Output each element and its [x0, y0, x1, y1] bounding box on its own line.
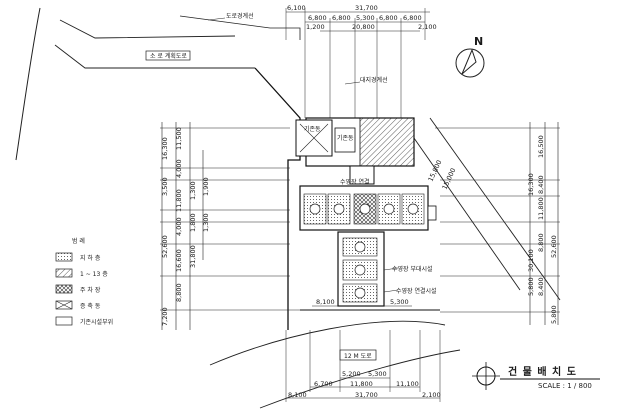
upper-box-b-label: 기존동	[337, 134, 354, 142]
dim-top-row-3: 6,800	[379, 14, 398, 22]
dim-top-total: 31,700	[355, 4, 378, 12]
dim-bottom-right: 2,100	[422, 391, 441, 399]
north-arrow: N	[455, 35, 485, 78]
planned-road-label: 소 로 계획도로	[150, 52, 187, 60]
upper-box-a-label: 기존동	[304, 125, 321, 133]
road-curve-bottom-a	[209, 320, 446, 366]
dim-left-side-2: 1,900	[202, 177, 210, 196]
dim-top-sub: 1,200	[306, 23, 325, 31]
legend-item-1: 1 ~ 13 층	[80, 270, 108, 278]
dim-left-b-3: 31,800	[189, 245, 197, 268]
dim-bottom-row2-1: 11,800	[350, 380, 373, 388]
dim-bottom-total: 31,700	[355, 391, 378, 399]
dim-left-b-2: 1,300	[189, 181, 197, 200]
dim-top-row-0: 6,800	[308, 14, 327, 22]
dim-top-row-2: 5,300	[356, 14, 375, 22]
legend-item-0: 지 하 층	[80, 254, 101, 262]
dim-left-side-1: 1,800	[189, 213, 197, 232]
mid-connector	[349, 165, 375, 185]
dim-left-a-0: 11,500	[175, 127, 183, 150]
road-edge-top-1	[59, 19, 236, 39]
road-12m-label: 12 M 도로	[344, 353, 372, 360]
dim-left-side-0: 1,300	[202, 213, 210, 232]
dim-left-a-3: 4,000	[175, 217, 183, 236]
dim-right-bottom: 5,800	[550, 305, 558, 324]
dim-left-b-0: 16,300	[161, 137, 169, 160]
annex-units	[342, 237, 378, 303]
annex-label: 수영장 부대시설	[392, 265, 433, 273]
north-label: N	[474, 35, 483, 48]
road-curve-bottom-b	[259, 349, 461, 409]
dim-right-b-0: 16,300	[527, 173, 535, 196]
dim-right-a-3: 8,800	[537, 233, 545, 252]
legend-item-4: 기존시설부위	[80, 318, 113, 326]
left-grid-lines	[160, 122, 300, 330]
dim-right-a-0: 16,500	[537, 135, 545, 158]
dim-left-total: 52,600	[161, 235, 169, 258]
upper-hatched-area	[359, 117, 415, 167]
dim-top-row-1: 6,800	[332, 14, 351, 22]
dim-bottom-row2-2: 11,100	[396, 380, 419, 388]
drawing-scale: SCALE : 1 / 800	[538, 382, 592, 390]
legend-item-3: 증 축 동	[80, 302, 101, 310]
site-boundary-line	[254, 67, 301, 330]
upper-box-b	[334, 127, 356, 153]
dim-bottom-row1-0: 5,200	[342, 370, 361, 378]
right-grid-lines	[435, 122, 560, 325]
road-edge-top-2	[54, 44, 255, 69]
drawing-title: 건 물 배 치 도	[508, 365, 577, 378]
diagonal-road-a	[399, 117, 521, 291]
dim-top-row-4: 6,800	[403, 14, 422, 22]
site-boundary-label: 대지경계선	[360, 76, 388, 84]
dim-right-a-4: 8,400	[537, 277, 545, 296]
diagonal-road-b	[429, 117, 561, 301]
dim-right-total: 52,600	[550, 235, 558, 258]
dim-left-a-4: 16,600	[175, 249, 183, 272]
legend: 범 례 지 하 층 1 ~ 13 층 주 차 장 증 축 동 기존시설부위	[55, 237, 113, 326]
dim-top-mid: 20,800	[352, 23, 375, 31]
title-block: 건 물 배 치 도 SCALE : 1 / 800	[472, 362, 600, 390]
dim-right-b-2: 5,800	[527, 277, 535, 296]
dim-bottom-row2-0: 6,700	[314, 380, 333, 388]
road-curve-left	[15, 7, 41, 161]
facility-label: 수영장 연결	[340, 178, 370, 186]
dim-left-a-1: 4,000	[175, 159, 183, 178]
dim-diag-a: 15,800	[427, 159, 444, 183]
dim-right-a-1: 8,400	[537, 175, 545, 194]
facility-side-step	[427, 205, 437, 221]
pool-units	[303, 193, 425, 225]
dim-bottom-left: 8,100	[288, 391, 307, 399]
dim-left-b-1: 3,500	[161, 177, 169, 196]
dim-mid-left: 8,100	[316, 298, 335, 306]
legend-item-2: 주 차 장	[80, 286, 101, 294]
dim-diag-b: 15,000	[441, 167, 458, 191]
dim-mid-right: 5,300	[390, 298, 409, 306]
dim-left-bottom: 7,200	[161, 307, 169, 326]
dim-bottom-row1-1: 5,300	[368, 370, 387, 378]
planned-road-box	[145, 50, 191, 61]
top-boundary-label: 도로경계선	[226, 12, 254, 20]
bottom-dimensions	[285, 330, 441, 402]
dim-right-b-1: 30,100	[527, 249, 535, 272]
dim-right-a-2: 11,800	[537, 197, 545, 220]
dim-top-right: 2,100	[418, 23, 437, 31]
dim-left-a-2: 11,800	[175, 189, 183, 212]
legend-title: 범 례	[72, 237, 85, 245]
road-boundary-top	[179, 15, 301, 40]
lower-label: 수영장 연결시설	[396, 287, 437, 295]
dim-top-left: 6,100	[287, 4, 306, 12]
top-dimensions	[285, 8, 430, 118]
dim-left-a-5: 8,800	[175, 283, 183, 302]
